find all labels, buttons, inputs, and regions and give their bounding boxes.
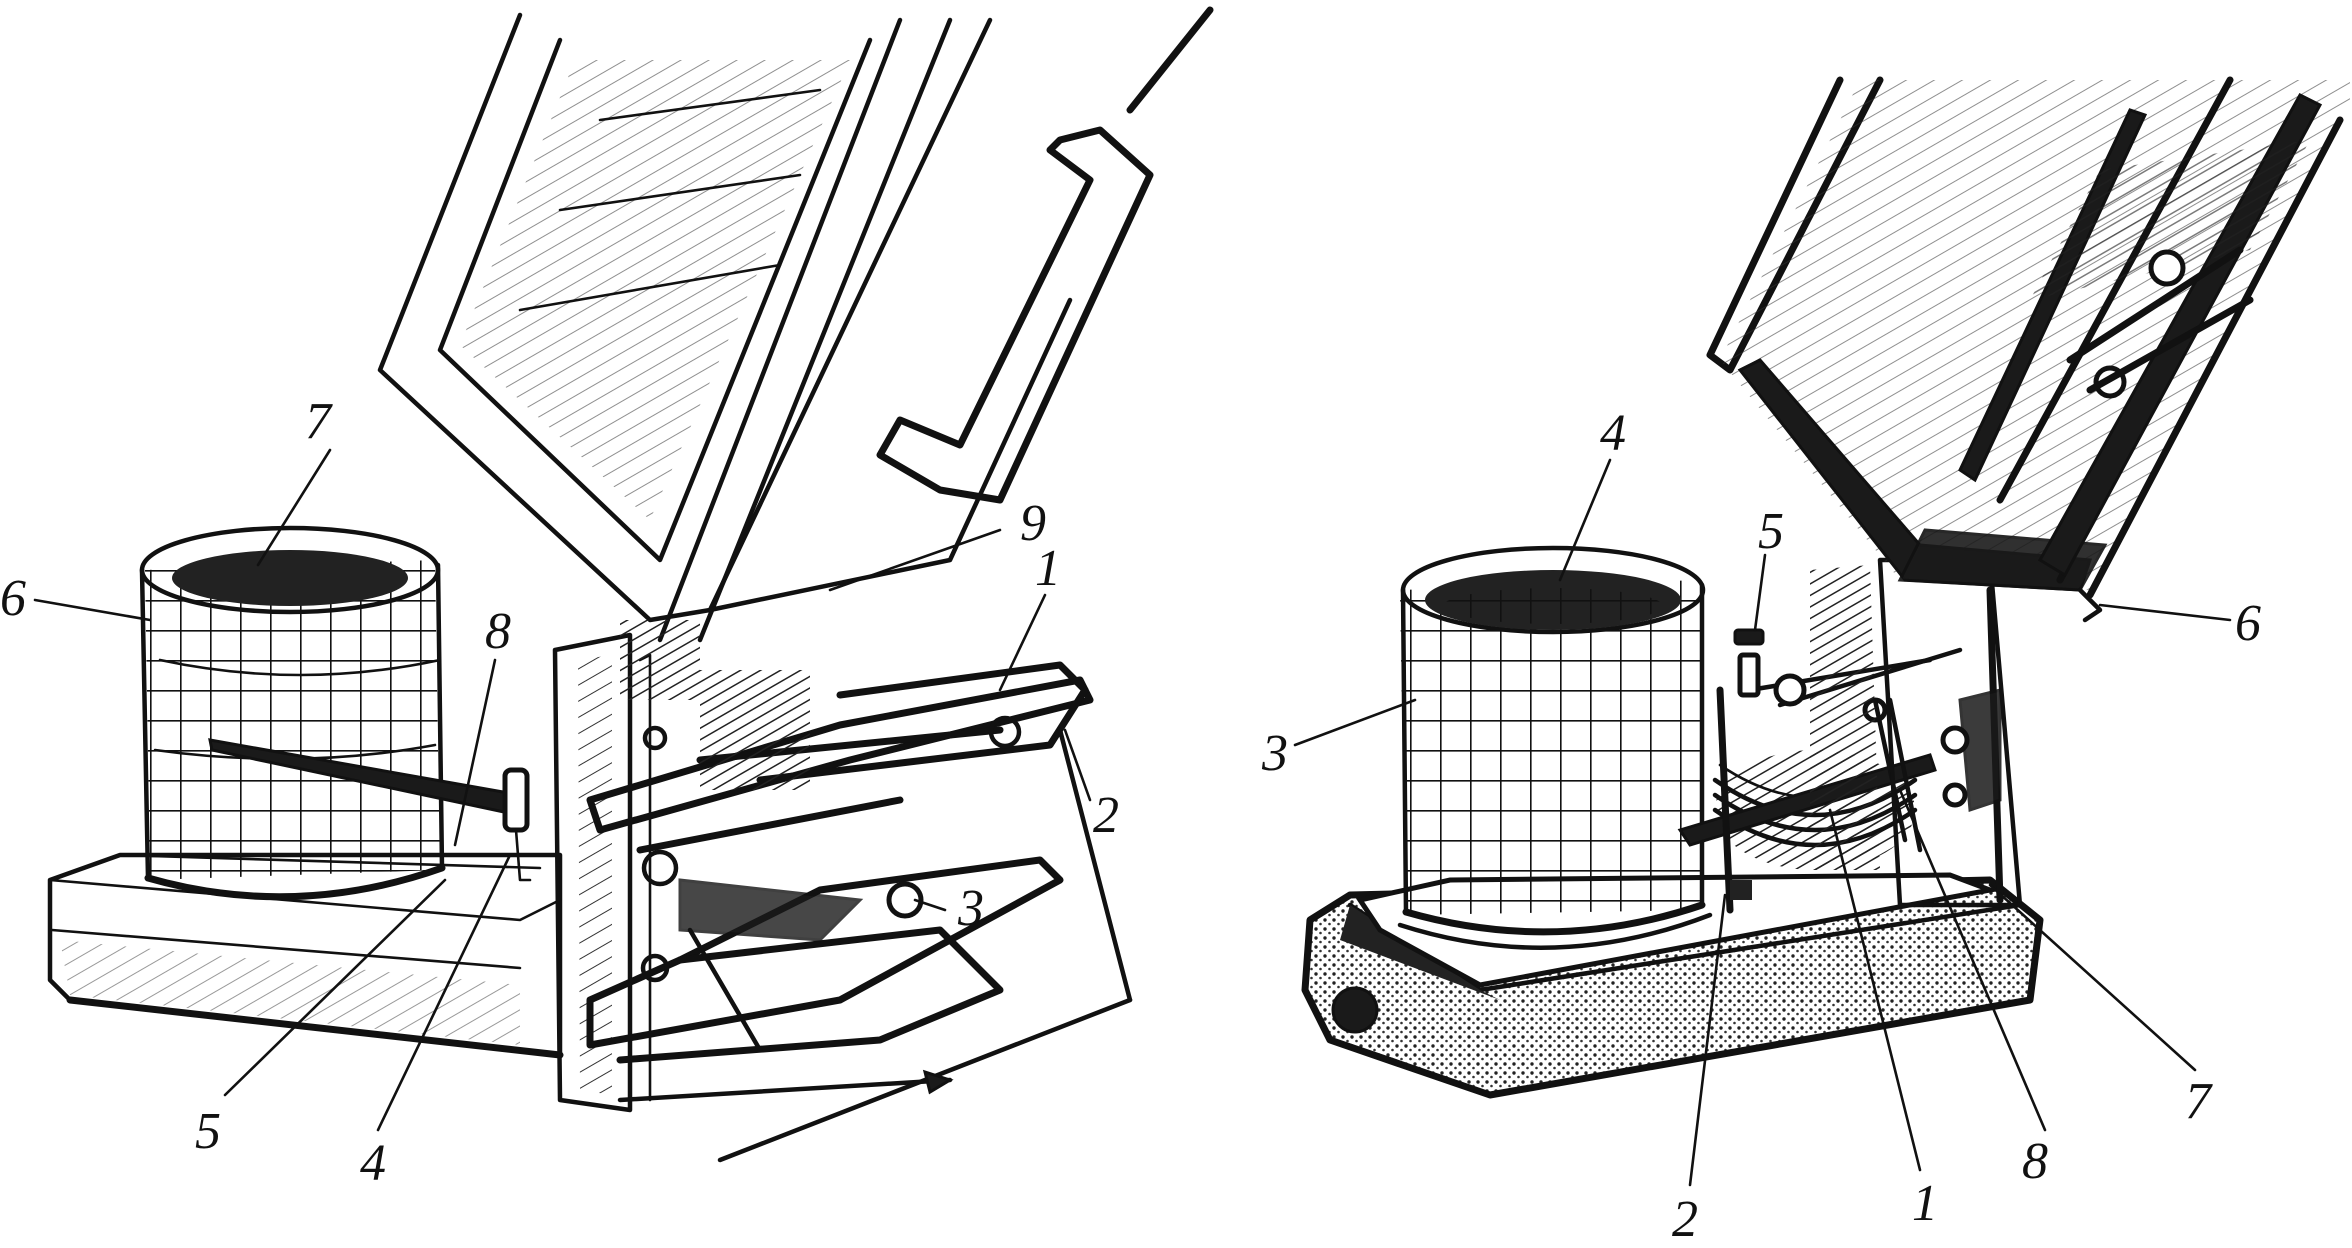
left-label-9: 9 bbox=[1020, 495, 1046, 552]
left-instrument: 7 6 8 9 1 2 3 5 4 bbox=[0, 6, 1214, 1192]
right-post bbox=[1810, 557, 2023, 908]
left-lid bbox=[377, 6, 1214, 700]
right-lid bbox=[1706, 76, 2350, 623]
left-label-3: 3 bbox=[957, 880, 984, 937]
left-pen-arm bbox=[208, 738, 532, 882]
left-label-6: 6 bbox=[0, 570, 26, 627]
right-label-6: 6 bbox=[2235, 595, 2261, 652]
left-label-7: 7 bbox=[305, 393, 333, 450]
left-label-4: 4 bbox=[360, 1135, 386, 1192]
left-label-8: 8 bbox=[485, 603, 511, 660]
right-label-7: 7 bbox=[2185, 1073, 2213, 1130]
right-labels: 4 5 3 6 7 8 1 2 bbox=[1261, 405, 2261, 1248]
right-instrument: 4 5 3 6 7 8 1 2 bbox=[1261, 76, 2350, 1248]
right-label-2: 2 bbox=[1672, 1191, 1698, 1248]
right-label-1: 1 bbox=[1912, 1175, 1938, 1232]
left-base bbox=[47, 852, 564, 1059]
left-sensor-frames bbox=[586, 661, 1133, 1163]
right-leader-lines bbox=[1293, 458, 2232, 1187]
left-drum bbox=[139, 525, 446, 901]
right-label-5: 5 bbox=[1758, 503, 1784, 560]
left-leader-lines bbox=[33, 448, 1092, 1132]
left-label-5: 5 bbox=[195, 1103, 221, 1160]
right-label-4: 4 bbox=[1600, 405, 1626, 462]
left-label-2: 2 bbox=[1093, 787, 1119, 844]
left-labels: 7 6 8 9 1 2 3 5 4 bbox=[0, 393, 1119, 1192]
right-label-3: 3 bbox=[1261, 725, 1288, 782]
left-label-1: 1 bbox=[1035, 540, 1061, 597]
right-label-8: 8 bbox=[2022, 1133, 2048, 1190]
right-drum bbox=[1397, 545, 1713, 950]
